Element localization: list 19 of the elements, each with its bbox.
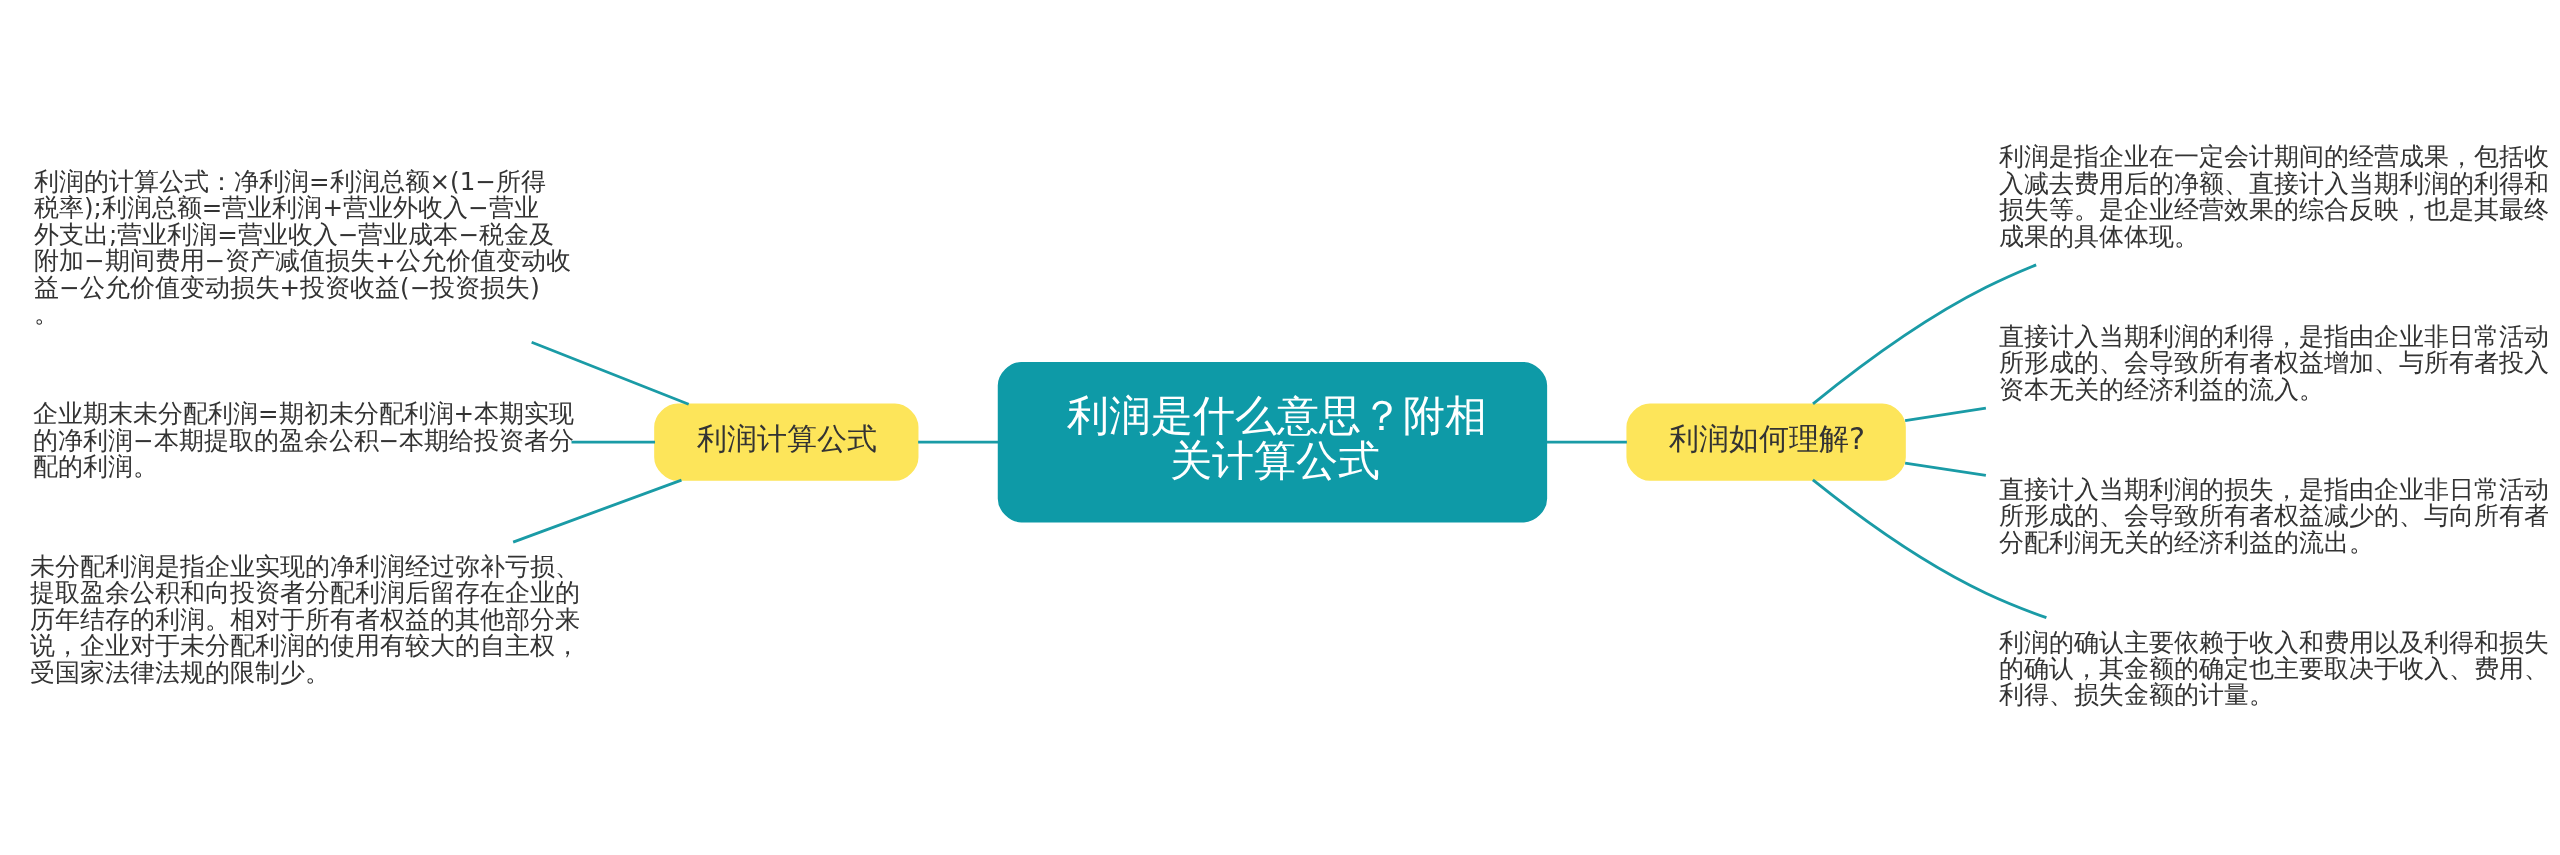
node-text: 企业期末未分配利润=期初未分配利润+本期实现的净利润−本期提取的盈余公积−本期给投资者分配的利润。 <box>33 398 575 481</box>
node-text: 未分配利润是指企业实现的净利润经过弥补亏损、提取盈余公积和向投资者分配利润后留存在企业的历年结存的利润。相对于所有者权益的其他部分来说，企业对于未分配利润的使用有较大的自主权，受国家法律法规的限制少。 <box>30 551 581 687</box>
connector <box>571 440 656 444</box>
node-text: 利润的确认主要依赖于收入和费用以及利得和损失的确认，其金额的确定也主要取决于收入、费用、利得、损失金额的计量。 <box>1999 627 2550 709</box>
node-text: 利润是指企业在一定会计期间的经营成果，包括收入减去费用后的净额、直接计入当期利润的利得和损失等。是企业经营效果的综合反映，也是其最终成果的具体体现。 <box>1999 141 2550 251</box>
node-text: 利润的计算公式：净利润=利润总额×(1−所得税率);利润总额=营业利润+营业外收入−营业外支出;营业利润=营业收入−营业成本−税金及附加−期间费用−资产减值损失+公允价值变动收益−公允价值变动损失+投资收益(−投资损失)。 <box>34 166 571 328</box>
node-box: 利润是什么意思？附相关计算公式 <box>997 361 1548 522</box>
connector <box>1546 440 1627 444</box>
node-box: 利润如何理解? <box>1626 402 1906 481</box>
node-text: 直接计入当期利润的利得，是指由企业非日常活动所形成的、会导致所有者权益增加、与所有者投入资本无关的经济利益的流入。 <box>1999 321 2550 404</box>
connector <box>918 440 999 444</box>
connector <box>1904 461 1987 477</box>
node-box: 利润计算公式 <box>654 402 919 481</box>
node-text: 直接计入当期利润的损失，是指由企业非日常活动所形成的、会导致所有者权益减少的、与向所有者分配利润无关的经济利益的流出。 <box>1999 474 2550 557</box>
connector <box>1812 478 2047 619</box>
connector <box>1812 263 2037 405</box>
connector <box>1904 406 1987 422</box>
connector <box>512 478 682 543</box>
connector <box>531 340 690 406</box>
